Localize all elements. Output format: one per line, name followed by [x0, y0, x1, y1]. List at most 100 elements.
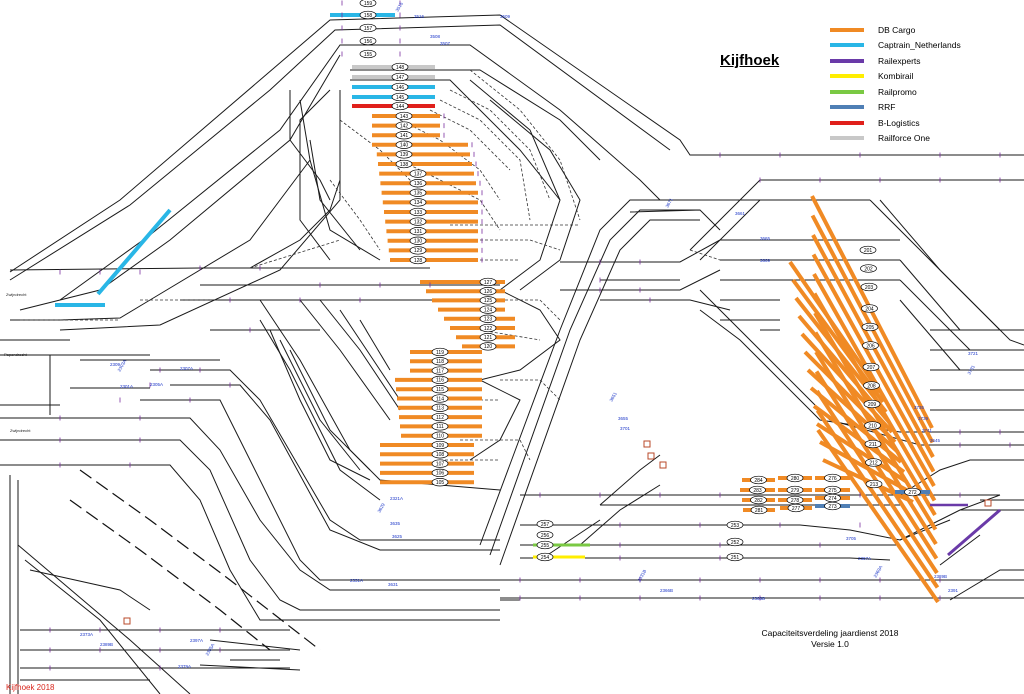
track-label-145: 145 — [391, 92, 409, 102]
track-number: 137 — [414, 171, 423, 177]
signal-number: 3516 — [414, 14, 425, 19]
track-number: 113 — [436, 406, 444, 412]
track-label-147: 147 — [391, 72, 409, 82]
track-label-257: 257 — [536, 519, 554, 529]
track-number-labels: 1591581571561551481471461451441431421411… — [359, 0, 921, 562]
track-label-280: 280 — [786, 473, 804, 483]
track-label-146: 146 — [391, 82, 409, 92]
track-label-281: 281 — [750, 505, 768, 515]
legend-swatch — [830, 43, 864, 48]
track-number: 257 — [541, 522, 550, 528]
footer-line-1: Capaciteitsverdeling jaardienst 2018 — [761, 628, 899, 638]
signal-number: 3655 — [618, 416, 629, 421]
legend-swatch — [830, 58, 864, 63]
track-label-201: 201 — [859, 245, 877, 255]
track-number: 251 — [731, 555, 740, 561]
track-number: 109 — [436, 443, 445, 449]
track-label-129: 129 — [409, 246, 427, 255]
legend: DB Cargo Captrain_Netherlands Railexpert… — [830, 22, 1020, 146]
signal-number: 2309 — [110, 362, 121, 367]
track-segment-east-lower — [794, 296, 888, 414]
track-label-255: 255 — [536, 540, 554, 550]
signal-number: 3631 — [388, 582, 399, 587]
legend-item: Railpromo — [830, 84, 1020, 100]
track-label-115: 115 — [431, 385, 449, 394]
track-label-138: 138 — [395, 159, 413, 169]
track-number: 126 — [484, 289, 493, 295]
track-number: 119 — [436, 350, 444, 356]
track-number: 157 — [364, 26, 373, 32]
legend-item: Captrain_Netherlands — [830, 38, 1020, 54]
track-number: 210 — [868, 423, 877, 429]
track-number: 201 — [864, 248, 873, 254]
signal-number: 3645 — [930, 438, 941, 443]
legend-label: B-Logistics — [878, 117, 920, 128]
track-label-108: 108 — [431, 450, 449, 459]
track-segment-east-lower — [809, 386, 903, 464]
track-label-119: 119 — [431, 347, 449, 357]
track-number: 114 — [436, 396, 444, 402]
signal-number: 3739 — [918, 416, 929, 421]
signal-number: 2305A — [150, 382, 163, 387]
track-label-277: 277 — [787, 503, 805, 513]
track-label-156: 156 — [359, 36, 377, 46]
track-number: 156 — [364, 39, 373, 45]
track-number: 117 — [436, 368, 444, 374]
track-label-204: 204 — [861, 304, 878, 313]
track-number: 159 — [364, 1, 373, 7]
track-number: 147 — [396, 75, 405, 81]
track-number: 132 — [414, 219, 423, 225]
legend-label: Railforce One — [878, 133, 930, 144]
legend-swatch — [830, 74, 864, 79]
track-label-116: 116 — [431, 375, 449, 385]
dashed-tracks — [20, 69, 721, 461]
track-number: 138 — [400, 162, 409, 168]
track-number: 204 — [865, 306, 874, 312]
signal-number: 2331B — [637, 569, 648, 583]
track-label-272: 272 — [904, 487, 921, 497]
signal-number: 2369A — [873, 565, 884, 579]
legend-swatch — [830, 27, 864, 32]
track-number: 141 — [400, 133, 409, 139]
track-number: 111 — [436, 424, 444, 430]
legend-item: Kombirail — [830, 69, 1020, 85]
track-label-143: 143 — [395, 111, 413, 121]
track-number: 202 — [864, 266, 873, 272]
legend-label: Captrain_Netherlands — [878, 40, 961, 51]
track-label-137: 137 — [409, 169, 427, 178]
track-label-256: 256 — [536, 530, 554, 540]
track-number: 146 — [396, 85, 405, 91]
signal-number: 3635 — [390, 521, 401, 526]
signal-ticks — [49, 0, 1011, 671]
track-number: 256 — [541, 533, 550, 539]
track-segment-213 — [816, 428, 940, 604]
track-label-127: 127 — [479, 277, 497, 287]
signal-number: 2365B — [752, 596, 765, 601]
track-segment-east-lower — [815, 422, 909, 484]
track-label-148: 148 — [391, 62, 409, 72]
track-number: 274 — [828, 496, 837, 502]
track-label-202: 202 — [860, 264, 877, 273]
track-label-121: 121 — [479, 333, 497, 342]
track-segment-east-lower — [806, 368, 900, 454]
signal-number: 2303A — [117, 359, 128, 373]
track-label-203: 203 — [860, 282, 878, 292]
track-segment-204 — [811, 253, 936, 473]
track-label-211: 211 — [864, 439, 882, 449]
track-number: 127 — [484, 280, 493, 286]
legend-label: DB Cargo — [878, 24, 916, 35]
signal-number: 3701 — [620, 426, 631, 431]
signal-number: 3661 — [735, 211, 746, 216]
track-number: 105 — [436, 480, 445, 486]
track-number: 284 — [754, 478, 763, 484]
track-label-122: 122 — [479, 323, 497, 333]
track-label-139: 139 — [395, 150, 413, 159]
track-label-128: 128 — [409, 255, 427, 265]
track-label-142: 142 — [395, 121, 413, 130]
track-number: 209 — [868, 402, 877, 408]
track-label-111: 111 — [431, 422, 449, 431]
track-label-124: 124 — [479, 305, 497, 314]
signal-number: 3731 — [967, 364, 977, 376]
track-number: 279 — [791, 488, 800, 494]
